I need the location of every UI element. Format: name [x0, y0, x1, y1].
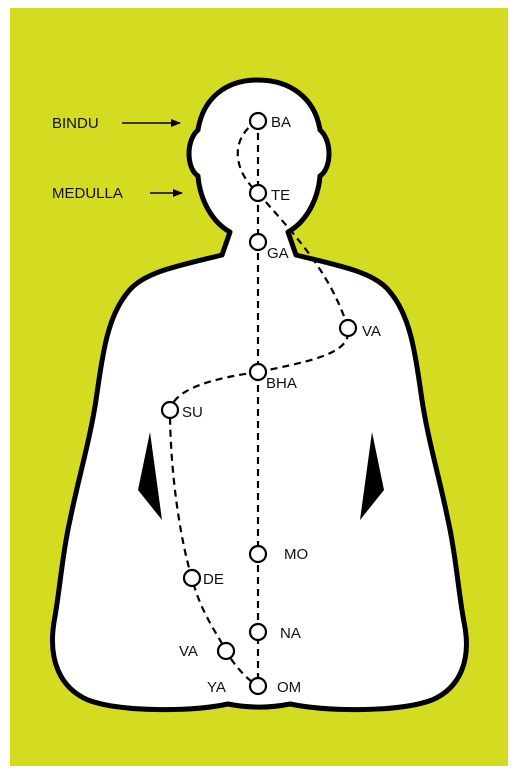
point-bha-label: BHA — [266, 375, 297, 392]
point-va-left-label: VA — [179, 643, 198, 660]
point-na-label: NA — [280, 625, 301, 642]
point-va-right-label: VA — [362, 323, 381, 340]
point-te-label: TE — [271, 187, 290, 204]
point-na-marker — [250, 624, 266, 640]
point-ga-label: GA — [267, 245, 289, 262]
point-va-left-marker — [218, 643, 234, 659]
medulla-label: MEDULLA — [52, 185, 123, 202]
point-su-label: SU — [182, 404, 203, 421]
point-mo-marker — [250, 546, 266, 562]
point-te-marker — [250, 185, 266, 201]
point-bha-marker — [250, 364, 266, 380]
point-de-marker — [184, 570, 200, 586]
point-mo-label: MO — [284, 546, 308, 563]
point-ba-label: BA — [271, 114, 291, 131]
point-om-marker — [250, 678, 266, 694]
point-de-label: DE — [203, 571, 224, 588]
point-su-marker — [162, 402, 178, 418]
point-ba-marker — [250, 113, 266, 129]
point-va-right-marker — [340, 320, 356, 336]
point-om-label: OM — [277, 679, 301, 696]
bindu-label: BINDU — [52, 115, 99, 132]
point-ya-label: YA — [207, 679, 226, 696]
point-ga-marker — [250, 234, 266, 250]
